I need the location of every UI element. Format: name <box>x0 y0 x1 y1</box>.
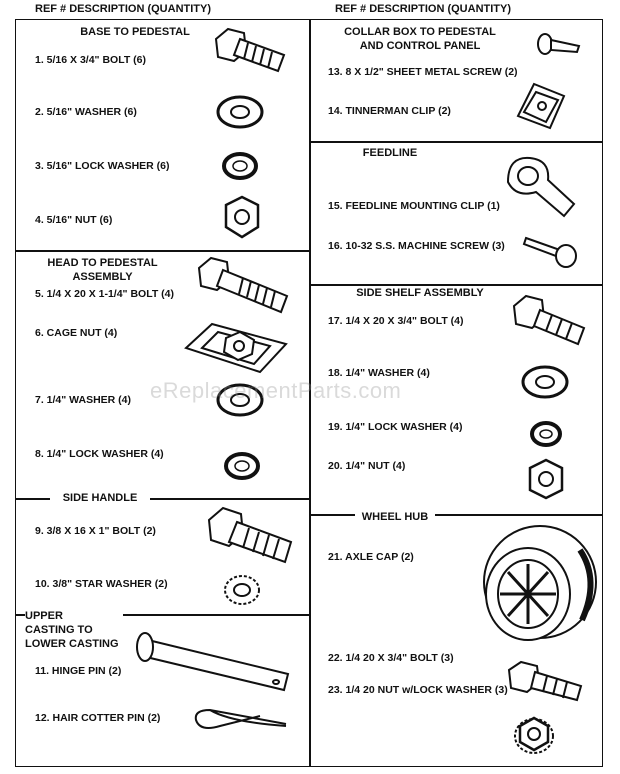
part-item-1: 1. 5/16 X 3/4" BOLT (6) <box>35 54 146 66</box>
part-item-8: 8. 1/4" LOCK WASHER (4) <box>35 448 164 460</box>
part-item-3: 3. 5/16" LOCK WASHER (6) <box>35 160 170 172</box>
part-item-10: 10. 3/8" STAR WASHER (2) <box>35 578 168 590</box>
flat-washer-icon <box>521 365 569 399</box>
divider <box>309 514 603 516</box>
lock-washer-icon <box>224 452 260 480</box>
section-title-line: HEAD TO PEDESTAL <box>47 257 158 269</box>
part-item-11: 11. HINGE PIN (2) <box>35 665 122 677</box>
hair-cotter-pin-icon <box>194 708 287 729</box>
part-item-5: 5. 1/4 X 20 X 1-1/4" BOLT (4) <box>35 288 175 300</box>
watermark: eReplacementParts.com <box>150 378 402 403</box>
flat-washer-icon <box>216 383 264 417</box>
axle-cap-icon <box>483 525 597 641</box>
sheet-metal-screw-icon <box>537 33 581 55</box>
part-item-9: 9. 3/8 X 16 X 1" BOLT (2) <box>35 525 156 537</box>
divider <box>15 250 310 252</box>
part-item-19: 19. 1/4" LOCK WASHER (4) <box>328 421 463 433</box>
section-title-feedline: FEEDLINE <box>362 147 418 159</box>
part-item-23: 23. 1/4 20 NUT w/LOCK WASHER (3) <box>328 684 508 696</box>
lock-washer-icon <box>530 421 562 447</box>
part-item-16: 16. 10-32 S.S. MACHINE SCREW (3) <box>328 240 505 252</box>
divider <box>309 284 603 286</box>
hex-bolt-icon <box>207 506 293 564</box>
part-item-13: 13. 8 X 1/2" SHEET METAL SCREW (2) <box>328 66 518 78</box>
part-item-21: 21. AXLE CAP (2) <box>328 551 414 563</box>
lock-washer-icon <box>222 152 258 180</box>
nut-lock-washer-icon <box>514 716 554 754</box>
hex-nut-icon <box>528 458 564 500</box>
section-title-line: COLLAR BOX TO PEDESTAL <box>344 26 496 38</box>
part-item-4: 4. 5/16" NUT (6) <box>35 214 113 226</box>
header-left: REF # DESCRIPTION (QUANTITY) <box>35 3 212 15</box>
section-title-line: UPPER <box>25 610 63 622</box>
long-bolt-icon <box>197 256 289 314</box>
flat-washer-icon <box>216 95 264 129</box>
section-title-line: ASSEMBLY <box>72 271 133 283</box>
section-title-wheel-hub: WHEEL HUB <box>355 510 435 524</box>
cage-nut-icon <box>184 322 288 374</box>
part-item-22: 22. 1/4 20 X 3/4" BOLT (3) <box>328 652 454 664</box>
part-item-15: 15. FEEDLINE MOUNTING CLIP (1) <box>328 200 500 212</box>
part-item-18: 18. 1/4" WASHER (4) <box>328 367 430 379</box>
feedline-clip-icon <box>506 156 576 218</box>
header-right: REF # DESCRIPTION (QUANTITY) <box>335 3 512 15</box>
section-title-collar-box: COLLAR BOX TO PEDESTAL AND CONTROL PANEL <box>330 25 510 53</box>
divider <box>15 614 310 616</box>
section-title-side-handle: SIDE HANDLE <box>50 491 150 505</box>
hex-bolt-icon <box>512 294 586 346</box>
hinge-pin-icon <box>136 632 290 692</box>
section-title-upper-casting: UPPER CASTING TO LOWER CASTING <box>25 609 123 651</box>
section-title-base-to-pedestal: BASE TO PEDESTAL <box>80 26 190 38</box>
section-title-line: CASTING TO <box>25 624 93 636</box>
divider <box>15 498 310 500</box>
part-item-20: 20. 1/4" NUT (4) <box>328 460 406 472</box>
hex-nut-icon <box>224 195 260 239</box>
star-washer-icon <box>224 575 260 605</box>
part-item-2: 2. 5/16" WASHER (6) <box>35 106 137 118</box>
section-title-head-to-pedestal: HEAD TO PEDESTAL ASSEMBLY <box>30 256 175 284</box>
part-item-6: 6. CAGE NUT (4) <box>35 327 118 339</box>
part-item-7: 7. 1/4" WASHER (4) <box>35 394 132 406</box>
part-item-17: 17. 1/4 X 20 X 3/4" BOLT (4) <box>328 315 464 327</box>
part-item-14: 14. TINNERMAN CLIP (2) <box>328 105 451 117</box>
column-divider <box>309 19 311 767</box>
section-title-side-shelf: SIDE SHELF ASSEMBLY <box>356 287 484 299</box>
section-title-line: AND CONTROL PANEL <box>359 40 481 52</box>
machine-screw-icon <box>522 236 577 268</box>
hex-bolt-icon <box>507 660 583 702</box>
part-item-12: 12. HAIR COTTER PIN (2) <box>35 712 161 724</box>
tinnerman-clip-icon <box>516 82 566 130</box>
divider <box>309 141 603 143</box>
hex-bolt-icon <box>214 27 286 73</box>
section-title-line: LOWER CASTING <box>25 638 119 650</box>
